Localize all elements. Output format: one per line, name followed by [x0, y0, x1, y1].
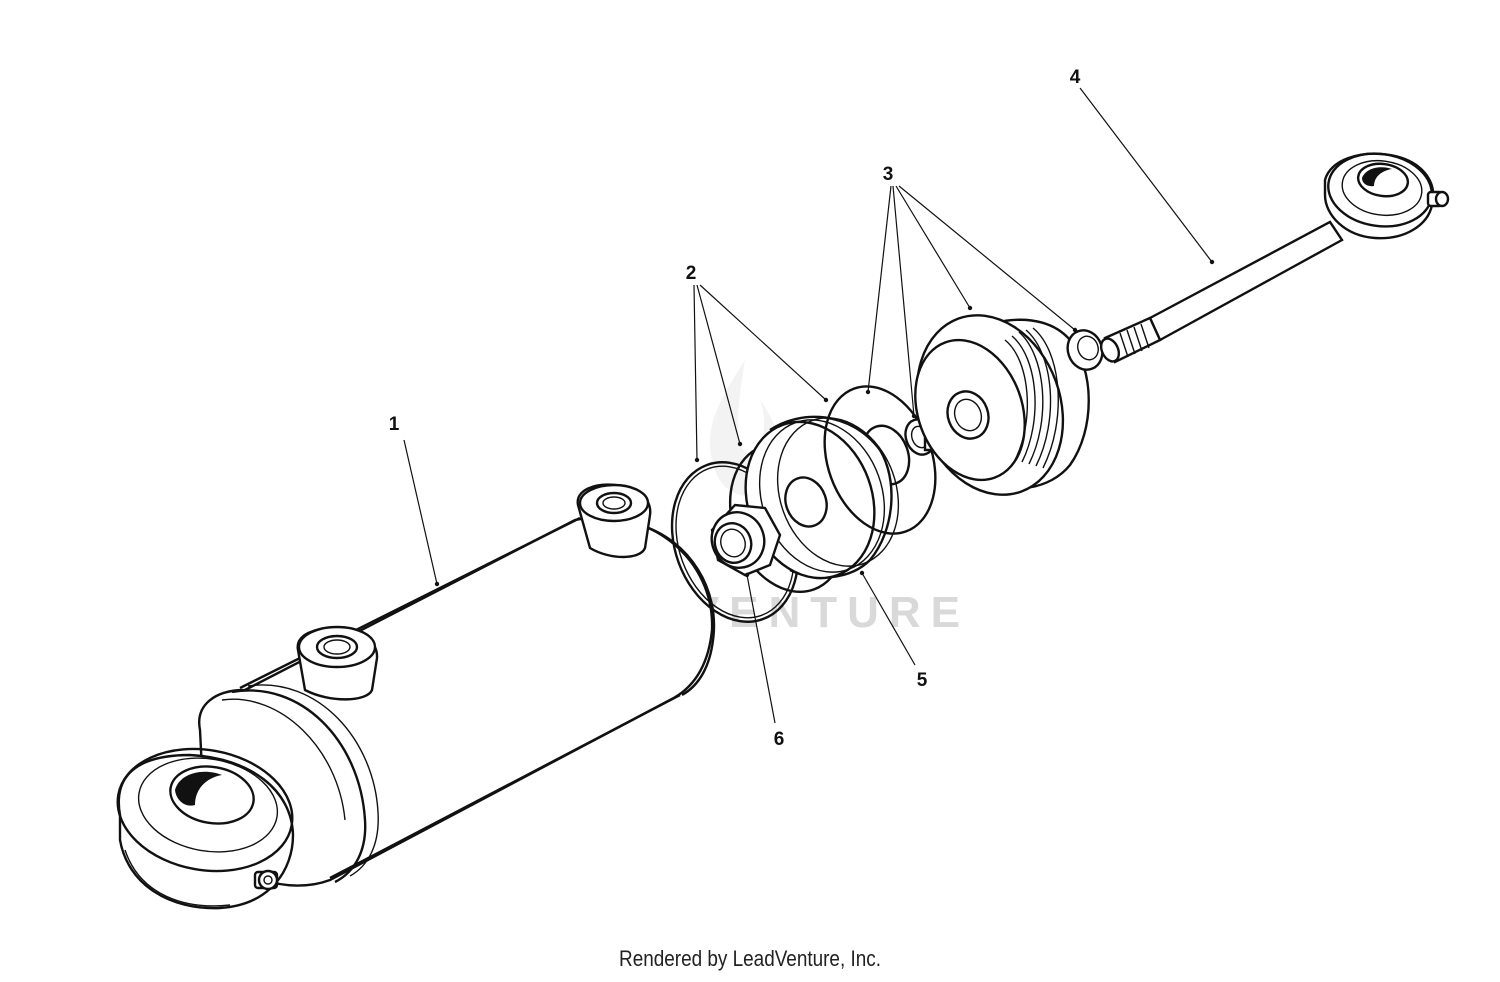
grease-fitting-rod — [1426, 190, 1450, 208]
callout-label-1: 1 — [389, 414, 400, 435]
rod-clevis-eye — [1323, 152, 1435, 240]
callout-4: 4 — [1070, 67, 1215, 265]
rod-thread — [1099, 316, 1162, 364]
part-4-piston-rod — [1099, 152, 1450, 364]
grease-fitting-barrel — [253, 869, 279, 891]
callout-3: 3 — [865, 164, 1078, 419]
part-6-hex-nut — [710, 503, 782, 577]
callout-label-3: 3 — [883, 164, 894, 185]
render-credit: Rendered by LeadVenture, Inc. — [619, 946, 881, 971]
port-boss-upper — [576, 483, 652, 559]
callout-label-2: 2 — [686, 263, 697, 284]
callout-5: 5 — [859, 570, 928, 691]
part-1-cylinder-barrel — [116, 483, 716, 910]
callout-label-5: 5 — [917, 670, 928, 691]
part-3-gland — [914, 314, 1090, 496]
callout-label-4: 4 — [1070, 67, 1081, 88]
port-boss-lower — [296, 625, 379, 701]
callout-1: 1 — [389, 414, 440, 587]
barrel-clevis-eye — [116, 747, 295, 910]
callout-2: 2 — [686, 263, 829, 463]
callout-6: 6 — [744, 572, 785, 750]
callout-label-6: 6 — [774, 729, 785, 750]
